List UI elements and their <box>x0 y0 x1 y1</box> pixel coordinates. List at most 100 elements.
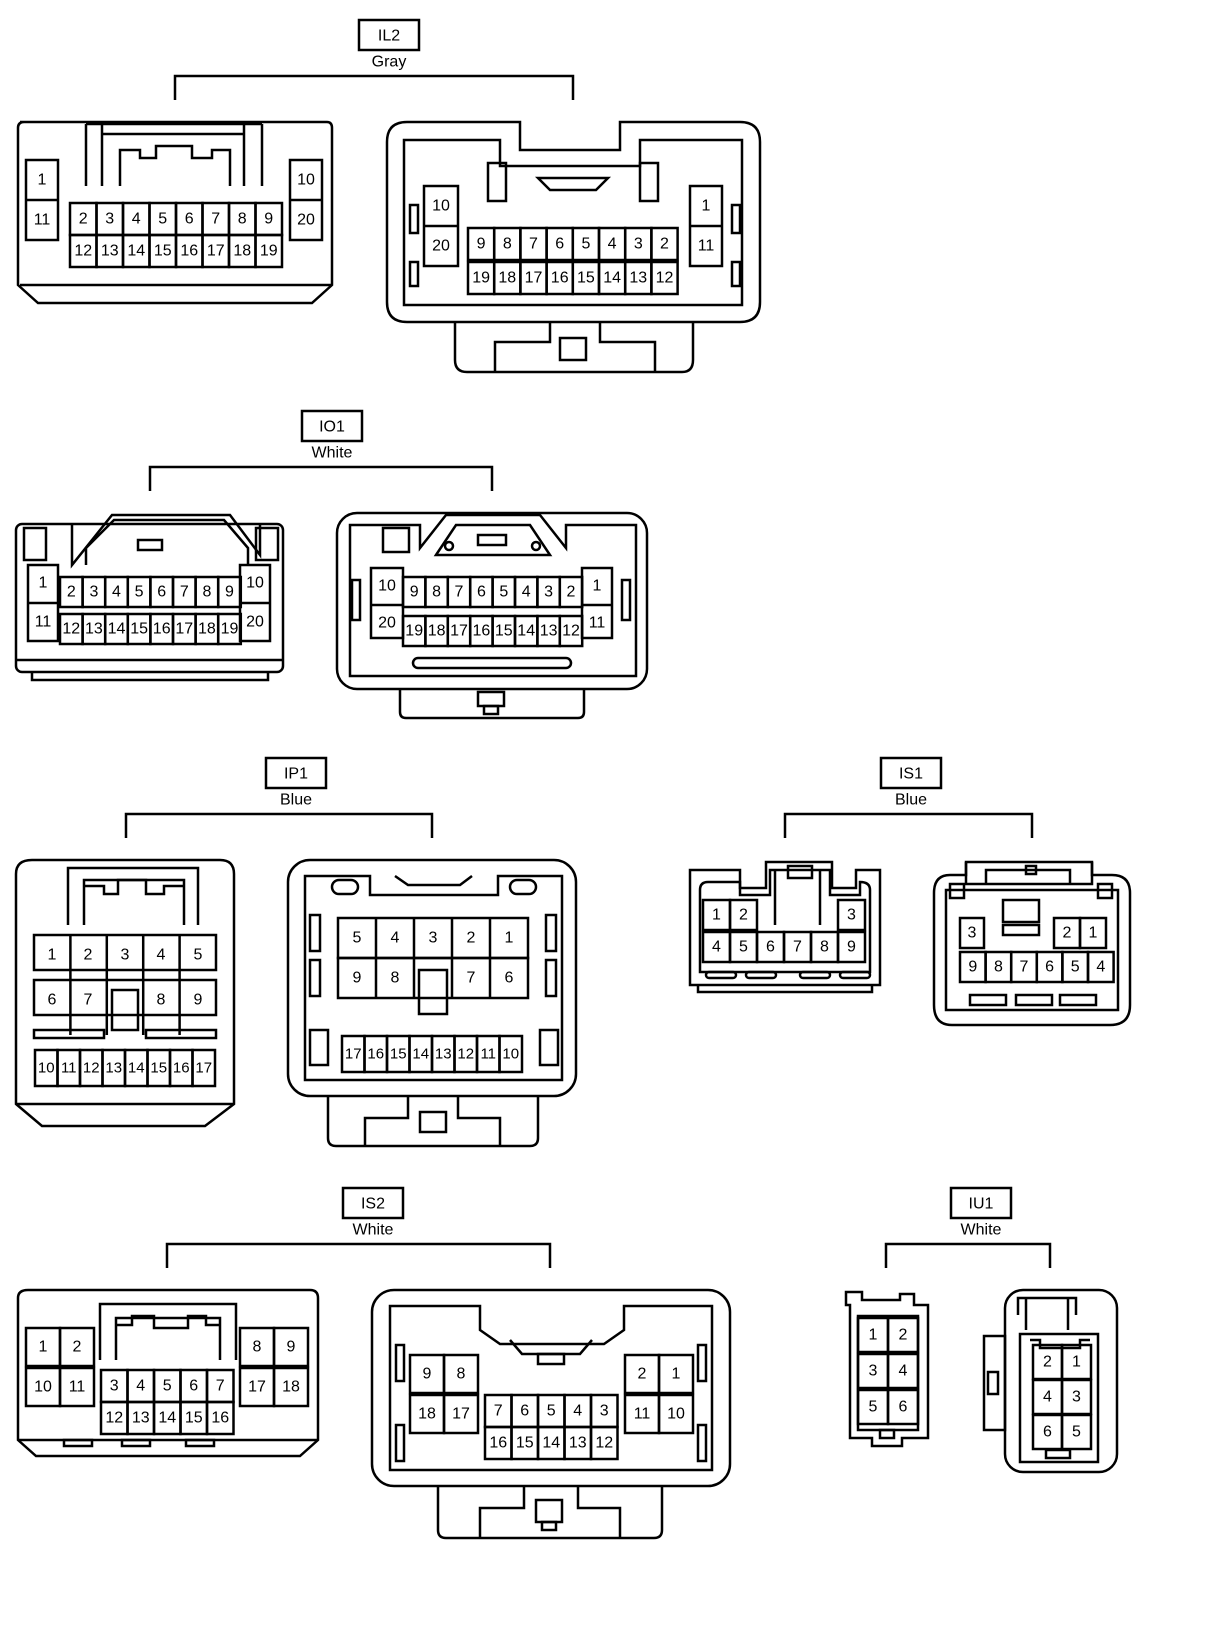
pin-number: 18 <box>198 621 216 638</box>
connector-color: Blue <box>895 792 927 809</box>
pin-number: 19 <box>221 621 239 638</box>
pin-number: 5 <box>163 1378 172 1395</box>
pin-number: 13 <box>105 1060 122 1077</box>
connector-id: IU1 <box>969 1196 994 1213</box>
pin-number: 12 <box>105 1410 123 1427</box>
pin-number: 4 <box>1043 1389 1052 1406</box>
pin-number: 6 <box>157 584 166 601</box>
pin-number: 11 <box>480 1046 496 1063</box>
pin-number: 1 <box>39 1339 48 1356</box>
pin-number: 7 <box>1020 959 1029 976</box>
pin-number: 16 <box>173 1060 190 1077</box>
pin-number: 7 <box>84 992 93 1009</box>
pin-number: 2 <box>1063 925 1072 942</box>
pin-number: 7 <box>793 939 802 956</box>
pin-number: 9 <box>410 584 419 601</box>
pin-number: 2 <box>1043 1354 1052 1371</box>
pin-number: 4 <box>157 947 166 964</box>
pin-number: 13 <box>540 623 558 640</box>
connector-color: White <box>353 1222 394 1239</box>
pin-number: 8 <box>432 584 441 601</box>
pin-number: 15 <box>185 1410 203 1427</box>
pin-number: 8 <box>253 1339 262 1356</box>
pin-number: 11 <box>589 615 606 632</box>
pin-number: 15 <box>577 270 595 287</box>
pin-number: 6 <box>185 211 194 228</box>
pin-number: 17 <box>525 270 543 287</box>
connector-id: IS2 <box>361 1196 385 1213</box>
pin-number: 17 <box>248 1379 266 1396</box>
pin-cell <box>958 916 986 950</box>
pin-number: 5 <box>869 1399 878 1416</box>
pin-number: 5 <box>499 584 508 601</box>
pin-cell <box>216 575 243 609</box>
pin-number: 5 <box>547 1403 556 1420</box>
pin-cell <box>254 233 284 269</box>
pin-number: 14 <box>542 1435 560 1452</box>
pin-number: 7 <box>211 211 220 228</box>
connector-id-box <box>341 1186 405 1220</box>
pin-number: 11 <box>634 1406 651 1423</box>
pin-cell <box>1060 1413 1093 1451</box>
pin-cell <box>58 1366 96 1408</box>
pin-number: 4 <box>1096 959 1105 976</box>
pin-number: 14 <box>517 623 535 640</box>
pin-cell <box>728 898 759 932</box>
pin-number: 17 <box>175 621 193 638</box>
pin-number: 12 <box>62 621 80 638</box>
pin-number: 4 <box>573 1403 582 1420</box>
connector-id: IP1 <box>284 766 308 783</box>
pin-number: 3 <box>1072 1389 1081 1406</box>
pin-number: 9 <box>353 970 362 987</box>
pin-number: 11 <box>69 1379 86 1396</box>
connector-id-box <box>949 1186 1013 1220</box>
pin-number: 3 <box>634 236 643 253</box>
pin-number: 10 <box>667 1406 685 1423</box>
pin-cell <box>205 1400 235 1436</box>
pin-cell <box>191 1048 217 1088</box>
pin-number: 18 <box>233 243 251 260</box>
pin-number: 6 <box>505 970 514 987</box>
pin-number: 6 <box>520 1403 529 1420</box>
pin-number: 9 <box>225 584 234 601</box>
pin-number: 7 <box>180 584 189 601</box>
pin-cell <box>836 930 867 964</box>
pin-number: 9 <box>194 992 203 1009</box>
pin-number: 14 <box>158 1410 176 1427</box>
pin-number: 2 <box>84 947 93 964</box>
pin-number: 2 <box>467 930 476 947</box>
pin-number: 4 <box>132 211 141 228</box>
connector-color: White <box>312 445 353 462</box>
pin-number: 9 <box>264 211 273 228</box>
pin-number: 15 <box>150 1060 167 1077</box>
pin-number: 4 <box>608 236 617 253</box>
pin-number: 4 <box>712 939 721 956</box>
pin-number: 5 <box>135 584 144 601</box>
pin-number: 13 <box>101 243 119 260</box>
pin-number: 3 <box>89 584 98 601</box>
pin-number: 13 <box>132 1410 150 1427</box>
pin-number: 9 <box>423 1366 432 1383</box>
pin-cell <box>1078 916 1108 950</box>
pin-number: 1 <box>672 1366 681 1383</box>
pin-cell <box>836 898 867 932</box>
pin-number: 17 <box>450 623 468 640</box>
pin-cell <box>58 1326 96 1368</box>
pin-number: 16 <box>473 623 491 640</box>
pin-number: 10 <box>38 1060 55 1077</box>
pin-number: 20 <box>297 212 315 229</box>
pin-number: 10 <box>378 578 396 595</box>
pin-number: 5 <box>739 939 748 956</box>
pin-number: 1 <box>869 1327 878 1344</box>
pin-number: 8 <box>994 959 1003 976</box>
pin-number: 14 <box>603 270 621 287</box>
pin-number: 7 <box>494 1403 503 1420</box>
